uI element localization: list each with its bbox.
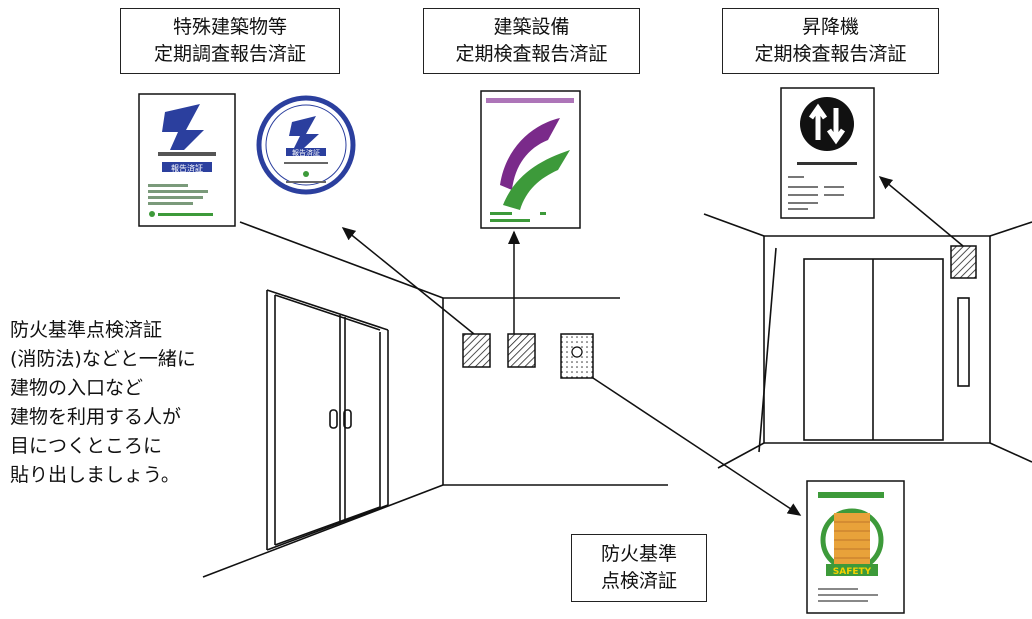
fire-prevention-label: 防火基準 点検済証 — [571, 534, 707, 602]
entrance-room — [202, 221, 668, 578]
elevator-panel — [957, 297, 970, 387]
door-handle-left — [329, 409, 338, 429]
note-line: 建物を利用する人が — [10, 406, 182, 428]
wall-sticker-special — [462, 333, 491, 368]
elevator-label-line1: 昇降機 — [801, 16, 859, 38]
elevator-label-line2: 定期検査報告済証 — [754, 43, 907, 65]
door-handle-right — [343, 409, 352, 429]
fire-prevention-sticker: SAFETY — [806, 480, 905, 614]
arrow-to-special-sticker — [341, 227, 475, 335]
floor-edge-left — [202, 484, 444, 578]
special-badge-text: 報告済証 — [171, 163, 203, 173]
building-equipment-label-line1: 建築設備 — [493, 16, 570, 38]
fire-prevention-label-line1: 防火基準 — [600, 543, 677, 565]
building-equipment-sticker — [480, 90, 581, 229]
special-building-label: 特殊建築物等 定期調査報告済証 — [120, 8, 340, 74]
fire-prevention-label-line2: 点検済証 — [600, 570, 677, 592]
arrow-to-elevator-sticker — [878, 176, 964, 247]
arrow-to-fire-sticker — [592, 377, 802, 516]
posting-instructions: 防火基準点検済証 (消防法)などと一緒に 建物の入口など 建物を利用する人が 目… — [10, 316, 196, 490]
note-line: 貼り出しましょう。 — [10, 464, 180, 486]
elevator-hall — [703, 213, 1032, 469]
building-equipment-label-line2: 定期検査報告済証 — [455, 43, 608, 65]
note-line: 防火基準点検済証 — [10, 319, 163, 341]
special-building-sticker-square: 報告済証 — [138, 93, 236, 227]
note-line: (消防法)などと一緒に — [10, 348, 196, 370]
elevator-sticker — [780, 87, 875, 219]
ceiling-edge-left — [239, 221, 444, 299]
special-building-label-line2: 定期調査報告済証 — [153, 43, 306, 65]
special-building-label-line1: 特殊建築物等 — [172, 16, 287, 38]
safety-text: SAFETY — [833, 567, 872, 577]
note-line: 目につくところに — [10, 435, 163, 457]
special-building-sticker-round: 報告済証 — [256, 95, 356, 195]
building-equipment-label: 建築設備 定期検査報告済証 — [423, 8, 640, 74]
elevator-label: 昇降機 定期検査報告済証 — [722, 8, 939, 74]
note-line: 建物の入口など — [10, 377, 144, 399]
wall-sticker-equipment — [507, 333, 536, 368]
wall-sticker-elevator — [950, 245, 977, 279]
glass-doors — [266, 289, 389, 551]
round-badge-text: 報告済証 — [292, 148, 320, 157]
